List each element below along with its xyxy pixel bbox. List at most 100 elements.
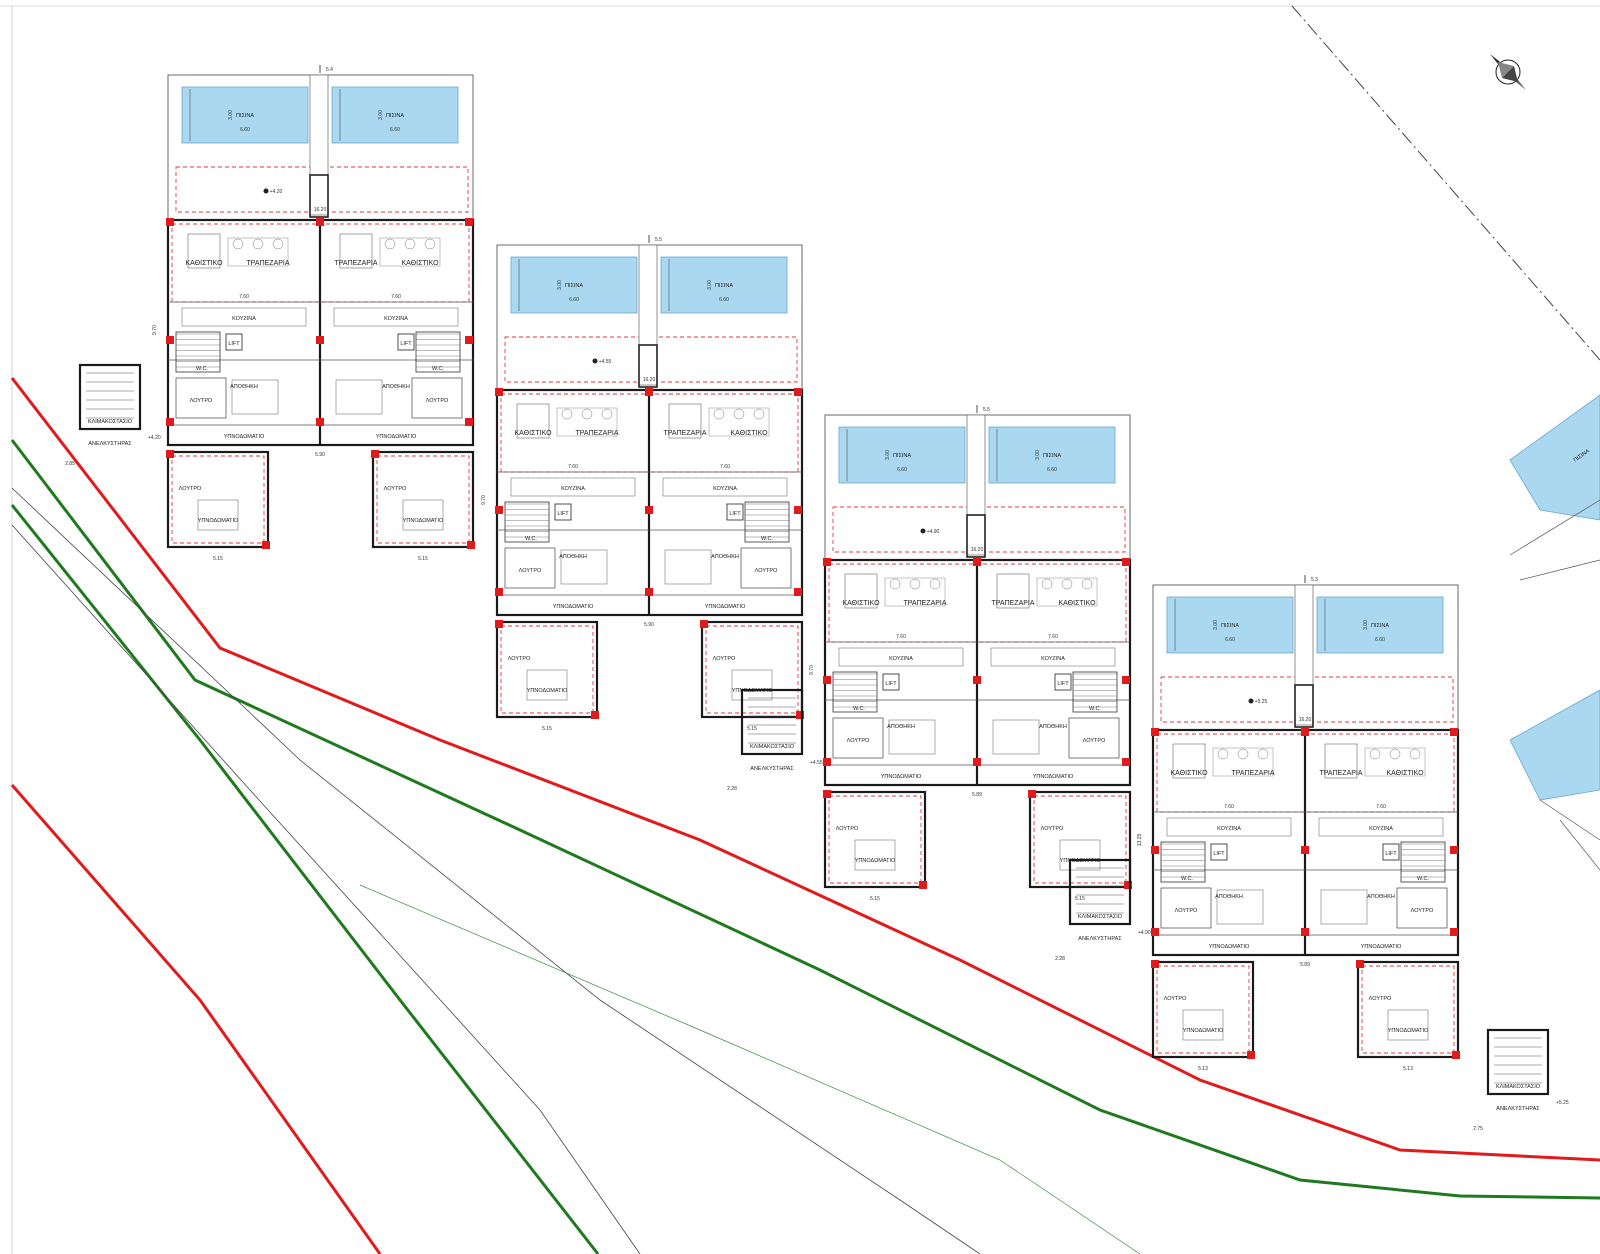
external-stair-tower	[1486, 1028, 1550, 1096]
room-width-dim: 7.60	[1048, 634, 1058, 640]
internal-stair	[1072, 671, 1118, 713]
bedroom-wing-1	[1151, 960, 1255, 1059]
dining-chair	[404, 238, 416, 250]
room-width-dim: 7.60	[391, 294, 401, 300]
bathroom-room	[832, 717, 884, 759]
thin-green-line	[359, 884, 1141, 1254]
room-width-dim: 7.60	[720, 464, 730, 470]
dining-chair	[1061, 578, 1073, 590]
lift-box	[726, 503, 744, 521]
column-marker	[1151, 728, 1159, 736]
bathroom-room	[1160, 887, 1212, 929]
column-marker	[700, 620, 708, 628]
pool-depth-dim: 3.00	[228, 110, 234, 120]
sofa-outline	[187, 233, 221, 269]
column-marker	[1122, 676, 1130, 684]
property-boundary-line	[1291, 5, 1600, 361]
stair-label: ΚΛΙΜΑΚΟΣΤΑΣΙΟ	[1496, 1084, 1541, 1090]
wing-bedroom-label: ΥΠΝΟΔΩΜΑΤΙΟ	[855, 858, 896, 864]
pool-label: ΠΙΣΙΝΑ	[1371, 623, 1389, 629]
dining-chair	[384, 238, 396, 250]
dining-chair	[713, 408, 725, 420]
pool-width-dim: 6.60	[1225, 637, 1235, 643]
column-marker	[166, 336, 174, 344]
dining-chair	[1041, 578, 1053, 590]
wing-width-dim: 5.13	[1403, 1066, 1413, 1072]
gap-dim: 5.90	[315, 452, 325, 458]
section-mark: 5.5	[983, 407, 990, 413]
bedroom-label: ΥΠΝΟΔΩΜΑΤΙΟ	[705, 604, 746, 610]
wing-bathroom-label: ΛΟΥΤΡΟ	[1164, 996, 1187, 1002]
room-label-upper-2: ΚΑΘΙΣΤΙΚΟ	[730, 430, 768, 437]
wing-bedroom-label: ΥΠΝΟΔΩΜΑΤΙΟ	[1388, 1028, 1429, 1034]
dining-chair	[1257, 748, 1269, 760]
column-marker	[1301, 846, 1309, 854]
wc-label: W.C.	[761, 536, 773, 542]
bedroom-wing-dashed	[1156, 965, 1250, 1054]
level-marker: +4.90	[927, 529, 940, 535]
section-mark: 5.3	[1311, 577, 1318, 583]
bedroom-wing-dashed	[500, 625, 594, 714]
wc-label: W.C.	[432, 366, 444, 372]
pool-depth-dim: 3.00	[885, 450, 891, 460]
storage-label: ΑΠΟΘΗΚΗ	[1039, 724, 1067, 730]
lift-label: LIFT	[228, 341, 240, 347]
kitchen-counter	[1166, 817, 1292, 837]
dining-chair	[581, 408, 593, 420]
dining-chair	[601, 408, 613, 420]
room-label-upper: ΤΡΑΠΕΖΑΡΙΑ	[663, 430, 706, 437]
column-marker	[823, 790, 831, 798]
level-marker: +4.55	[599, 359, 612, 365]
room-width-dim: 7.60	[1224, 804, 1234, 810]
section-mark: 5.5	[655, 237, 662, 243]
lift-label: LIFT	[729, 511, 741, 517]
bed-outline	[231, 379, 279, 415]
side-dim: 2.28	[727, 786, 737, 792]
dining-table-outline	[1212, 747, 1274, 777]
bathroom-label: ΛΟΥΤΡΟ	[1083, 738, 1106, 744]
bedroom-wing-1	[823, 790, 927, 889]
bed-outline	[888, 719, 936, 755]
gap-dim: 5.89	[1300, 962, 1310, 968]
pool-depth-dim: 3.00	[1213, 620, 1219, 630]
storage-label: ΑΠΟΘΗΚΗ	[711, 554, 739, 560]
kitchen-counter	[333, 307, 459, 327]
lift-label: LIFT	[885, 681, 897, 687]
lift-label: LIFT	[1385, 851, 1397, 857]
kitchen-label: ΚΟΥΖΙΝΑ	[232, 316, 256, 322]
lift-label: LIFT	[557, 511, 569, 517]
room-width-dim: 7.60	[239, 294, 249, 300]
wing-bed-outline	[731, 669, 773, 701]
wing-bed-outline	[1059, 839, 1101, 871]
overall-width-dim: 16.20	[314, 207, 327, 213]
column-marker	[1122, 758, 1130, 766]
bathroom-label: ΛΟΥΤΡΟ	[1411, 908, 1434, 914]
wing-bathroom-label: ΛΟΥΤΡΟ	[836, 826, 859, 832]
dining-chair	[1389, 748, 1401, 760]
bathroom-label: ΛΟΥΤΡΟ	[426, 398, 449, 404]
column-marker	[973, 758, 981, 766]
wing-width-dim: 5.13	[1198, 1066, 1208, 1072]
central-wall-post	[638, 344, 658, 388]
column-marker	[1124, 881, 1132, 889]
stair-level-marker: +5.25	[1556, 1100, 1569, 1106]
kitchen-label: ΚΟΥΖΙΝΑ	[713, 486, 737, 492]
stair-level-marker: +4.90	[1138, 930, 1151, 936]
dining-chair	[1409, 748, 1421, 760]
dining-chair	[232, 238, 244, 250]
pool-depth-dim: 3.00	[707, 280, 713, 290]
side-dim: 2.28	[1055, 956, 1065, 962]
wing-bathroom-label: ΛΟΥΤΡΟ	[1369, 996, 1392, 1002]
stair-label: ΚΛΙΜΑΚΟΣΤΑΣΙΟ	[1078, 914, 1123, 920]
lift-box	[225, 333, 243, 351]
bedroom-wing-dashed	[705, 625, 799, 714]
column-marker	[973, 676, 981, 684]
column-marker	[645, 588, 653, 596]
wing-bed-outline	[197, 499, 239, 531]
red-boundary-lower	[10, 784, 382, 1254]
room-label-upper: ΤΡΑΠΕΖΑΡΙΑ	[1319, 770, 1362, 777]
